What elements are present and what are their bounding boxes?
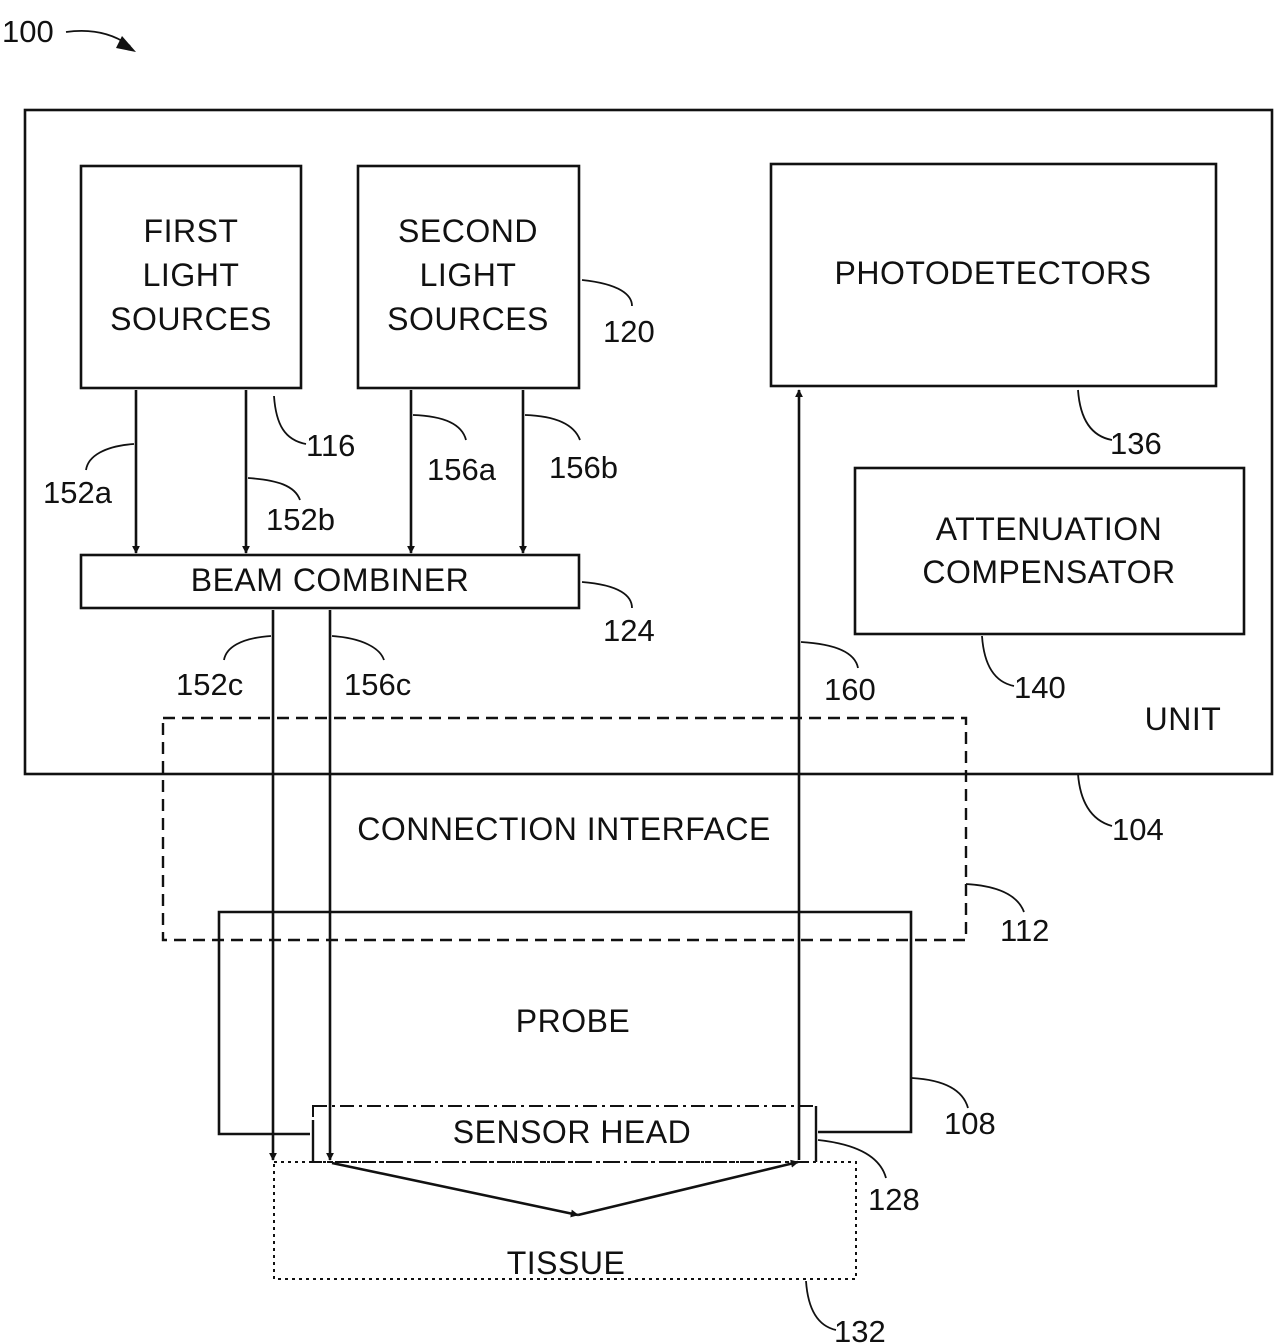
first-light-sources-leader [274,396,306,444]
beam-156a-label: 156a [427,452,497,487]
probe-label: PROBE [516,1003,631,1039]
probe-leader [912,1078,968,1108]
second-light-sources-line-3: SOURCES [387,301,549,337]
beam-156c-leader [332,636,384,660]
attenuation-compensator-leader [982,636,1014,686]
attenuation-compensator-ref: 140 [1014,670,1066,705]
beam-152c-label: 152c [176,667,243,702]
beam-156b-leader [525,415,580,440]
beam-152b-leader [248,478,300,500]
photodetectors-leader [1078,390,1112,440]
beam-152a-label: 152a [43,475,113,510]
attenuation-compensator-line-1: ATTENUATION [936,511,1163,547]
beam-combiner-label: BEAM COMBINER [191,562,470,598]
beam-152b-label: 152b [266,502,335,537]
attenuation-compensator-box [855,468,1244,634]
sensor-head-label: SENSOR HEAD [453,1114,691,1150]
beam-combiner-leader [582,582,632,608]
connection-interface-leader [966,884,1024,912]
beam-152a-leader [86,444,134,470]
beam-152c-leader [224,636,271,660]
tissue-ref: 132 [834,1314,886,1344]
tissue-path-return-arrow [578,1162,798,1215]
attenuation-compensator-line-2: COMPENSATOR [922,554,1175,590]
unit-label: UNIT [1145,701,1222,737]
first-light-sources-line-3: SOURCES [110,301,272,337]
photodetectors-ref: 136 [1110,426,1162,461]
sensor-head-leader [818,1140,886,1178]
first-light-sources-line-2: LIGHT [143,257,240,293]
second-light-sources-line-2: LIGHT [420,257,517,293]
tissue-path-incident-arrow [332,1163,578,1215]
beam-160-leader [801,642,858,668]
beam-combiner-ref: 124 [603,613,655,648]
first-light-sources-line-1: FIRST [144,213,239,249]
second-light-sources-leader [582,280,632,306]
beam-156b-label: 156b [549,450,618,485]
connection-interface-ref: 112 [1000,913,1049,948]
sensor-head-ref: 128 [868,1182,920,1217]
beam-156a-leader [413,415,466,440]
figure-number: 100 [2,14,54,49]
photodetectors-label: PHOTODETECTORS [835,255,1152,291]
beam-160-label: 160 [824,672,876,707]
tissue-label: TISSUE [507,1245,626,1281]
second-light-sources-line-1: SECOND [398,213,538,249]
probe-ref: 108 [944,1106,996,1141]
beam-156c-label: 156c [344,667,411,702]
first-light-sources-ref: 116 [306,428,355,463]
second-light-sources-ref: 120 [603,314,655,349]
tissue-leader [806,1281,836,1330]
connection-interface-label: CONNECTION INTERFACE [357,811,771,847]
unit-leader [1078,774,1112,826]
unit-ref: 104 [1112,812,1164,847]
